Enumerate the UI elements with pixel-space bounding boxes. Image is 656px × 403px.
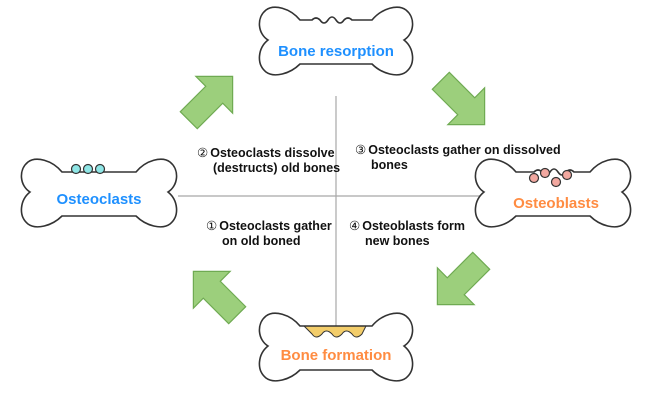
step-3-line1: Osteoclasts gather on dissolved — [368, 143, 561, 157]
arrow-up-left — [192, 270, 247, 325]
step-2-line1: Osteoclasts dissolve — [210, 146, 335, 160]
bone-osteoclasts: Osteoclasts — [20, 158, 178, 228]
step-2-number: ② — [197, 146, 209, 160]
bone-osteoblasts: Osteoblasts — [474, 158, 632, 228]
osteoclast-cell — [94, 163, 106, 175]
step-4-line1: Osteoblasts form — [362, 219, 466, 233]
arrow-down-left — [436, 251, 491, 306]
bone-osteoclasts-label: Osteoclasts — [56, 191, 141, 208]
bone-osteoblasts-outline — [474, 158, 632, 228]
arrow-down-right — [431, 71, 486, 126]
bone-formation-label: Bone formation — [281, 347, 392, 364]
bone-osteoblasts-label: Osteoblasts — [513, 195, 599, 212]
osteoblast-cell — [528, 172, 540, 184]
step-1-line2: on old boned — [222, 234, 301, 248]
osteoblast-cell — [539, 167, 551, 179]
bone-resorption: Bone resorption — [258, 6, 414, 76]
new-bone-fill — [302, 325, 367, 338]
osteoblast-cell — [550, 176, 562, 188]
osteoclast-cell — [70, 163, 82, 175]
bone-resorption-label: Bone resorption — [278, 43, 394, 60]
osteoblast-cell — [561, 169, 573, 181]
bone-formation-outline — [258, 312, 414, 382]
bone-resorption-outline — [258, 6, 414, 76]
step-4-line2: new bones — [365, 234, 430, 248]
bone-formation: Bone formation — [258, 312, 414, 382]
step-3-number: ③ — [355, 143, 367, 157]
osteoclast-cell — [82, 163, 94, 175]
step-1-number: ① — [206, 219, 218, 233]
step-2-line2: (destructs) old bones — [213, 161, 341, 175]
step-3-line2: bones — [371, 158, 408, 172]
step-4-number: ④ — [349, 219, 361, 233]
step-1-line1: Osteoclasts gather — [219, 219, 332, 233]
bone-osteoclasts-outline — [20, 158, 178, 228]
arrow-up-right — [179, 75, 234, 130]
